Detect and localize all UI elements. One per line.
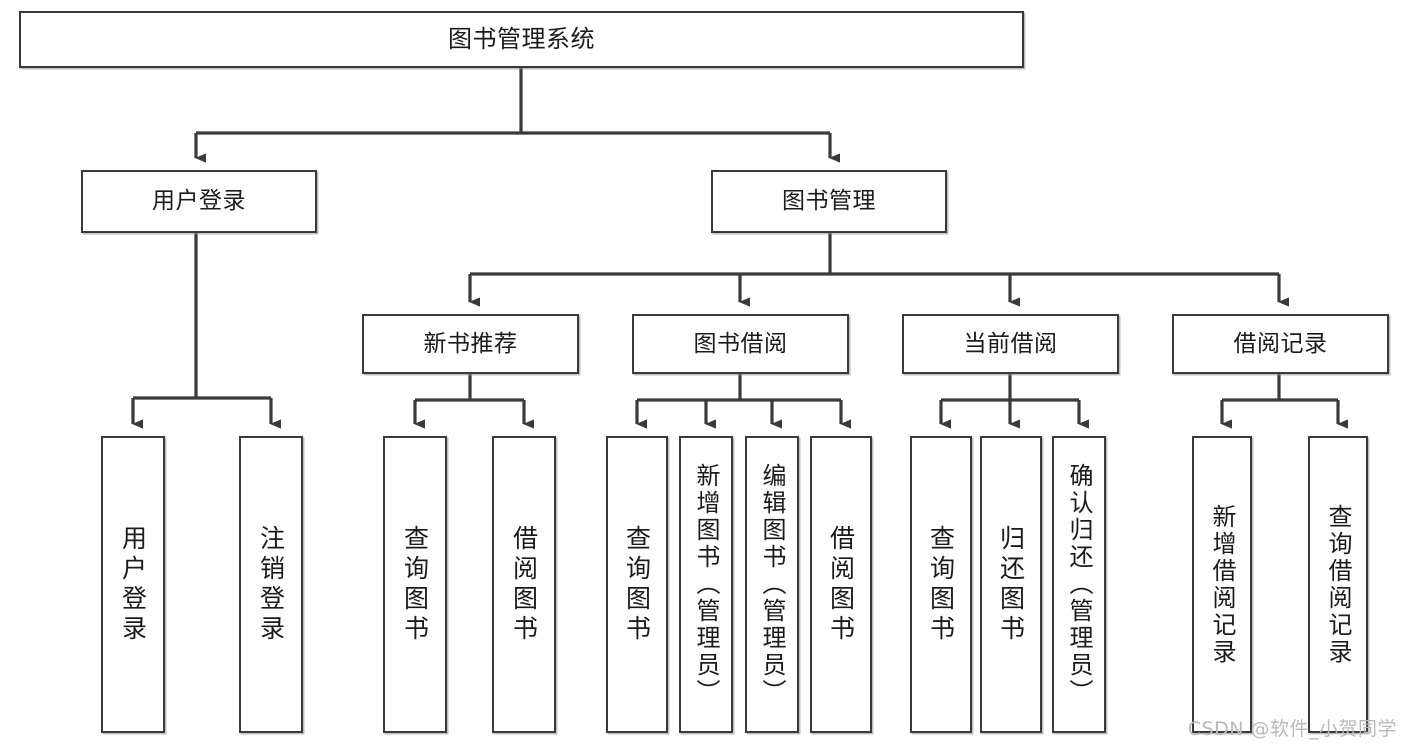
leaf-borrow-book-borrow[interactable]: 借阅图书 <box>810 436 872 733</box>
node-label: 用户登录 <box>118 524 148 645</box>
node-current-borrow[interactable]: 当前借阅 <box>902 314 1119 374</box>
node-label: 查询借阅记录 <box>1324 503 1352 666</box>
node-label: 查询图书 <box>926 524 956 645</box>
node-label: 借阅记录 <box>1233 330 1328 357</box>
node-label: 归还图书 <box>996 524 1026 645</box>
leaf-logout[interactable]: 注销登录 <box>239 436 303 733</box>
leaf-borrow-book-recommend[interactable]: 借阅图书 <box>492 436 556 733</box>
leaf-user-login[interactable]: 用户登录 <box>101 436 165 733</box>
node-label: 确认归还（管理员） <box>1065 463 1093 706</box>
node-book-borrow[interactable]: 图书借阅 <box>632 314 849 374</box>
node-label: 图书管理 <box>782 188 876 215</box>
node-borrow-record[interactable]: 借阅记录 <box>1172 314 1389 374</box>
node-book-manage[interactable]: 图书管理 <box>711 170 947 233</box>
node-label: 图书管理系统 <box>448 24 595 53</box>
node-label: 查询图书 <box>622 524 652 645</box>
leaf-query-borrow-record[interactable]: 查询借阅记录 <box>1308 436 1368 733</box>
node-label: 借阅图书 <box>826 524 856 645</box>
node-label: 用户登录 <box>152 188 246 215</box>
node-user-login[interactable]: 用户登录 <box>81 170 317 233</box>
node-label: 编辑图书（管理员） <box>758 463 786 706</box>
leaf-query-book-borrow[interactable]: 查询图书 <box>606 436 668 733</box>
leaf-add-borrow-record[interactable]: 新增借阅记录 <box>1192 436 1252 733</box>
node-label: 图书借阅 <box>693 330 788 357</box>
node-new-book-recommend[interactable]: 新书推荐 <box>362 314 579 374</box>
node-label: 新书推荐 <box>423 330 518 357</box>
leaf-confirm-return-admin[interactable]: 确认归还（管理员） <box>1052 436 1106 733</box>
leaf-return-book[interactable]: 归还图书 <box>980 436 1042 733</box>
leaf-query-book-current[interactable]: 查询图书 <box>910 436 972 733</box>
node-label: 查询图书 <box>400 524 430 645</box>
node-label: 借阅图书 <box>509 524 539 645</box>
node-label: 新增图书（管理员） <box>692 463 720 706</box>
node-label: 新增借阅记录 <box>1208 503 1236 666</box>
csdn-watermark: CSDN @软件_小贺同学 <box>1187 718 1397 740</box>
leaf-add-book-admin[interactable]: 新增图书（管理员） <box>679 436 733 733</box>
leaf-edit-book-admin[interactable]: 编辑图书（管理员） <box>745 436 799 733</box>
node-root-system[interactable]: 图书管理系统 <box>19 11 1024 68</box>
leaf-query-book-recommend[interactable]: 查询图书 <box>383 436 447 733</box>
node-label: 注销登录 <box>256 524 286 645</box>
node-label: 当前借阅 <box>963 330 1058 357</box>
